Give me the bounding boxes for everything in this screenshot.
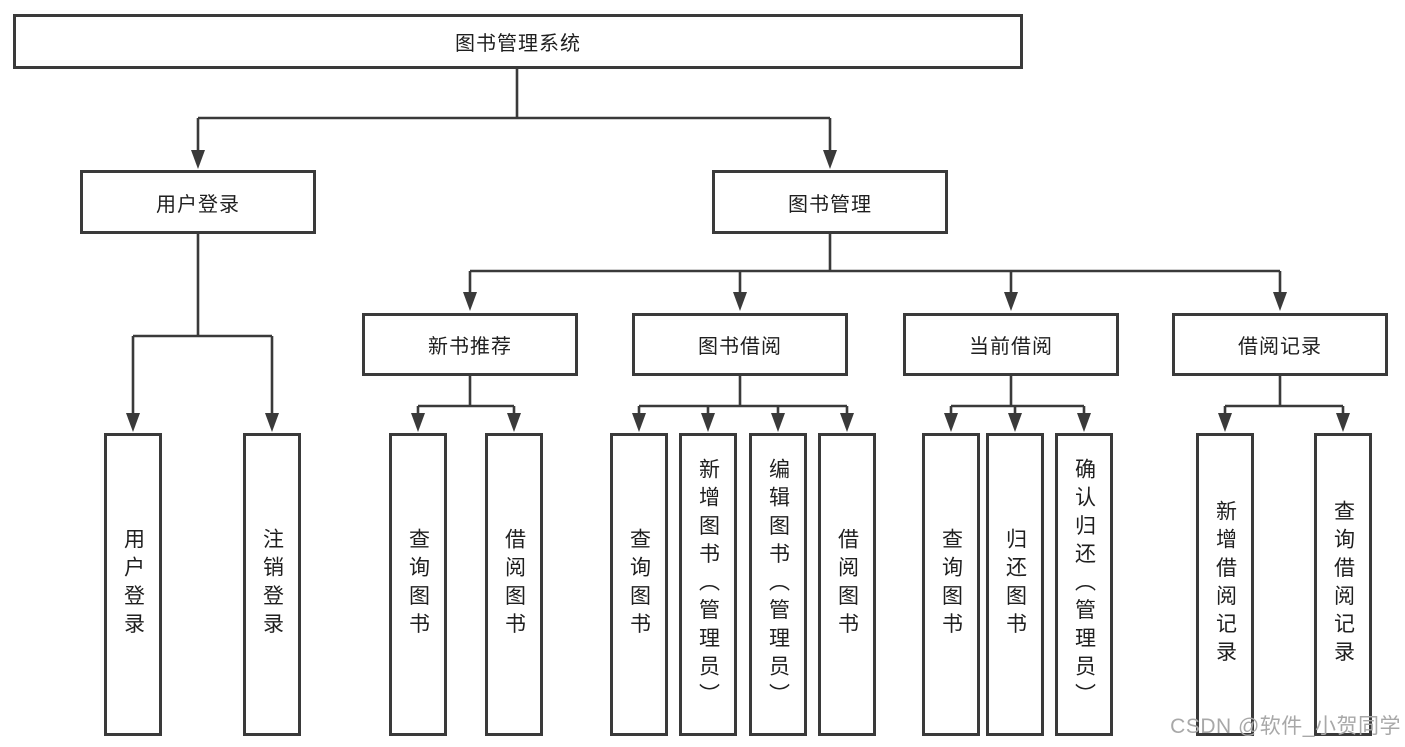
- node-label: 当前借阅: [969, 336, 1053, 358]
- node-label: 图书借阅: [698, 336, 782, 358]
- node-borrow-books-recommend: 借阅图书: [485, 433, 543, 736]
- connector-userlogin-to-leaves: [126, 234, 279, 432]
- node-library-management-system: 图书管理系统: [13, 14, 1023, 69]
- node-label: 图书管理系统: [455, 33, 581, 55]
- node-label: 新增借阅记录: [1213, 500, 1237, 669]
- node-label: 借阅图书: [502, 528, 526, 641]
- node-book-management: 图书管理: [712, 170, 948, 234]
- node-label: 借阅记录: [1238, 336, 1322, 358]
- node-query-books-current: 查询图书: [922, 433, 980, 736]
- node-book-borrow: 图书借阅: [632, 313, 848, 376]
- node-label: 查询图书: [627, 528, 651, 641]
- node-query-books-borrow: 查询图书: [610, 433, 668, 736]
- node-edit-books-admin: 编辑图书（管理员）: [749, 433, 807, 736]
- node-logout-login: 注销登录: [243, 433, 301, 736]
- node-label: 编辑图书（管理员）: [766, 457, 790, 712]
- connector-bookmgmt-to-level3: [463, 234, 1287, 311]
- node-label: 确认归还（管理员）: [1072, 457, 1096, 712]
- node-label: 新增图书（管理员）: [696, 457, 720, 712]
- node-label: 图书管理: [788, 193, 872, 216]
- node-return-books: 归还图书: [986, 433, 1044, 736]
- node-query-books-recommend: 查询图书: [389, 433, 447, 736]
- node-label: 用户登录: [156, 193, 240, 216]
- node-label: 查询图书: [939, 528, 963, 641]
- node-label: 查询借阅记录: [1331, 500, 1355, 669]
- connector-newbooks-to-leaves: [411, 376, 521, 432]
- node-label: 归还图书: [1003, 528, 1027, 641]
- node-add-books-admin: 新增图书（管理员）: [679, 433, 737, 736]
- node-user-login: 用户登录: [80, 170, 316, 234]
- connector-bookborrow-to-leaves: [632, 376, 854, 432]
- node-label: 新书推荐: [428, 336, 512, 358]
- csdn-watermark: CSDN @软件_小贺同学: [1170, 715, 1401, 738]
- node-label: 用户登录: [121, 528, 145, 641]
- node-borrow-records: 借阅记录: [1172, 313, 1388, 376]
- node-label: 注销登录: [260, 528, 284, 641]
- node-label: 查询图书: [406, 528, 430, 641]
- node-confirm-return-admin: 确认归还（管理员）: [1055, 433, 1113, 736]
- connector-currentborrow-to-leaves: [944, 376, 1091, 432]
- node-label: 借阅图书: [835, 528, 859, 641]
- node-user-login-leaf: 用户登录: [104, 433, 162, 736]
- node-borrow-books-leaf: 借阅图书: [818, 433, 876, 736]
- connector-root-to-level2: [191, 68, 837, 169]
- node-query-borrow-record: 查询借阅记录: [1314, 433, 1372, 736]
- node-new-book-recommend: 新书推荐: [362, 313, 578, 376]
- connector-borrowrecords-to-leaves: [1218, 376, 1350, 432]
- node-current-borrow: 当前借阅: [903, 313, 1119, 376]
- node-add-borrow-record: 新增借阅记录: [1196, 433, 1254, 736]
